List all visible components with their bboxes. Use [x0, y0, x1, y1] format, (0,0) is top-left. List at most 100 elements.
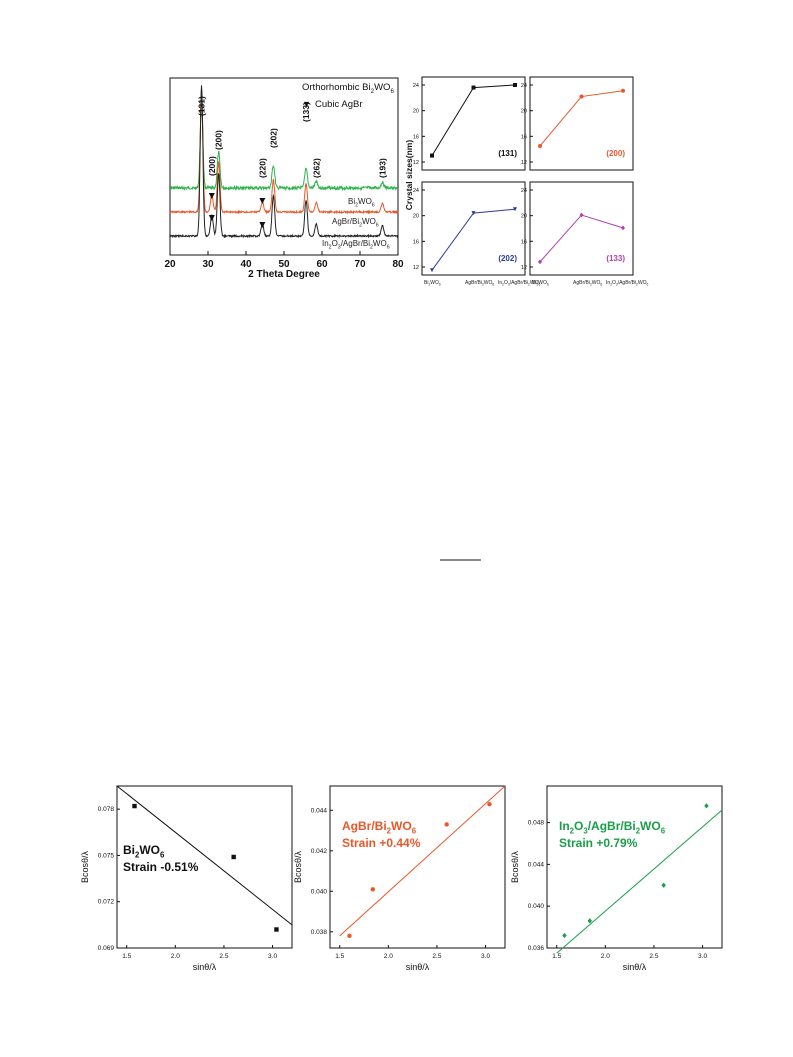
strain-sample-label-part: 2	[636, 827, 641, 836]
size-ytick-label: 20	[413, 109, 419, 115]
size-category-label-part: 6	[600, 283, 602, 287]
size-category-label: Bi2WO6	[424, 280, 441, 287]
size-category-label-part: O	[612, 280, 616, 286]
legend-orthorhombic: Orthorhombic Bi2WO6	[302, 82, 394, 95]
size-series-line	[431, 84, 516, 156]
xrd-series-label-part: 6	[372, 202, 375, 208]
strain-point	[704, 803, 709, 809]
strain-xtick-label: 1.5	[122, 953, 131, 960]
xrd-series-label-part: 6	[387, 244, 390, 250]
strain-sample-label: In2O3/AgBr/Bi2WO6	[559, 819, 666, 836]
strain-ytick-label: 0.072	[98, 899, 115, 906]
size-category-label-part: AgBr/Bi	[573, 280, 590, 286]
crystal-size-charts: 12162024(131)12162024(200)12162024(202)1…	[404, 76, 648, 287]
size-category-label: AgBr/Bi2WO6	[465, 280, 494, 287]
strain-sample-label-part: /AgBr/Bi	[588, 819, 636, 833]
size-category-label-part: WO	[430, 280, 439, 286]
xrd-peak-label: (220)	[257, 158, 267, 178]
size-category-label-part: WO	[638, 280, 647, 286]
xrd-xtick-label: 30	[202, 259, 214, 270]
size-category-label-part: WO	[538, 280, 547, 286]
strain-sample-label-part: 6	[412, 827, 417, 836]
strain-xtick-label: 3.0	[698, 953, 707, 960]
size-category-label-part: 6	[538, 283, 540, 287]
strain-ytick-label: 0.044	[528, 861, 545, 868]
strain-fit-line	[116, 785, 293, 926]
size-point	[430, 268, 434, 273]
size-panel-frame	[421, 76, 526, 171]
strain-xtick-label: 2.0	[171, 953, 180, 960]
xrd-xtick-label: 60	[316, 259, 328, 270]
xrd-xtick-label: 80	[392, 259, 404, 270]
strain-value-label: Strain +0.44%	[342, 836, 421, 850]
strain-point	[487, 802, 492, 807]
size-category-label-part: 6	[646, 283, 648, 287]
strain-sample-label-part: WO	[139, 843, 160, 857]
size-category-label-part: /AgBr/Bi	[618, 280, 636, 286]
xrd-series-label: In2O3/AgBr/Bi2WO6	[322, 239, 390, 250]
xrd-series-line	[169, 101, 398, 192]
size-point	[538, 143, 542, 148]
strain-panel-frame	[546, 785, 723, 949]
strain-sample-label-part: In	[559, 819, 570, 833]
strain-sample-label-part: 3	[583, 827, 588, 836]
agbr-marker	[259, 198, 266, 204]
xrd-peak-label: (200)	[207, 156, 217, 176]
strain-ytick-label: 0.048	[528, 820, 545, 827]
xrd-peak-label: (200)	[214, 130, 224, 150]
strain-ytick-label: 0.042	[311, 848, 328, 855]
size-ytick-label: 16	[413, 134, 419, 140]
size-panel-label: (200)	[606, 149, 625, 158]
xrd-series-label-part: /AgBr/Bi	[341, 239, 371, 248]
size-category-label-part: 2	[482, 283, 484, 287]
strain-ylabel: Bcosθ/λ	[80, 850, 90, 883]
strain-xtick-label: 2.5	[432, 953, 441, 960]
size-point	[621, 88, 625, 93]
size-panel-frame	[529, 181, 634, 276]
strain-point	[444, 822, 449, 827]
xrd-series-label-part: 3	[338, 244, 341, 250]
strain-point	[274, 927, 279, 932]
legend-orthorhombic-part: 6	[390, 88, 394, 95]
strain-panel-frame	[116, 785, 293, 949]
strain-xtick-label: 2.5	[649, 953, 658, 960]
size-category-label-part: 3	[508, 283, 510, 287]
xrd-xtick-label: 40	[240, 259, 252, 270]
xrd-series-label-part: O	[332, 239, 338, 248]
xrd-series-label-part: 2	[355, 202, 358, 208]
strain-fit-line	[339, 785, 506, 937]
size-point	[621, 225, 625, 231]
strain-point	[370, 887, 375, 892]
legend-orthorhombic-part: 2	[371, 88, 375, 95]
size-category-label: Bi2WO6	[532, 280, 549, 287]
size-category-label: AgBr/Bi2WO6	[573, 280, 602, 287]
strain-xlabel: sinθ/λ	[406, 962, 430, 972]
xrd-series-label-part: WO	[358, 197, 372, 206]
strain-ytick-label: 0.075	[98, 852, 115, 859]
strain-ytick-label: 0.038	[311, 929, 328, 936]
agbr-marker	[208, 215, 215, 221]
size-point	[579, 94, 584, 99]
strain-sample-label-part: O	[574, 819, 583, 833]
strain-panel-frame	[329, 785, 506, 949]
size-ytick-label: 16	[521, 134, 527, 140]
size-ytick-label: 16	[521, 239, 527, 245]
size-category-label-part: 6	[439, 283, 441, 287]
xrd-series-label-part: 2	[370, 244, 373, 250]
size-panel-label: (202)	[498, 254, 517, 263]
legend-cubic-symbol: ▼	[302, 99, 311, 109]
strain-sample-label-part: AgBr/Bi	[342, 819, 387, 833]
xrd-series-label-part: 2	[329, 244, 332, 250]
strain-value-label: Strain +0.79%	[559, 836, 638, 850]
strain-ytick-label: 0.040	[311, 888, 328, 895]
xrd-xlabel: 2 Theta Degree	[248, 269, 320, 280]
xrd-series-label-part: WO	[362, 217, 376, 226]
xrd-series-line	[169, 85, 399, 239]
strain-xlabel: sinθ/λ	[193, 962, 217, 972]
xrd-peak-label: (262)	[311, 158, 321, 178]
strain-sample-label-part: 6	[661, 827, 666, 836]
size-point	[471, 211, 476, 216]
size-ytick-label: 20	[521, 214, 527, 220]
